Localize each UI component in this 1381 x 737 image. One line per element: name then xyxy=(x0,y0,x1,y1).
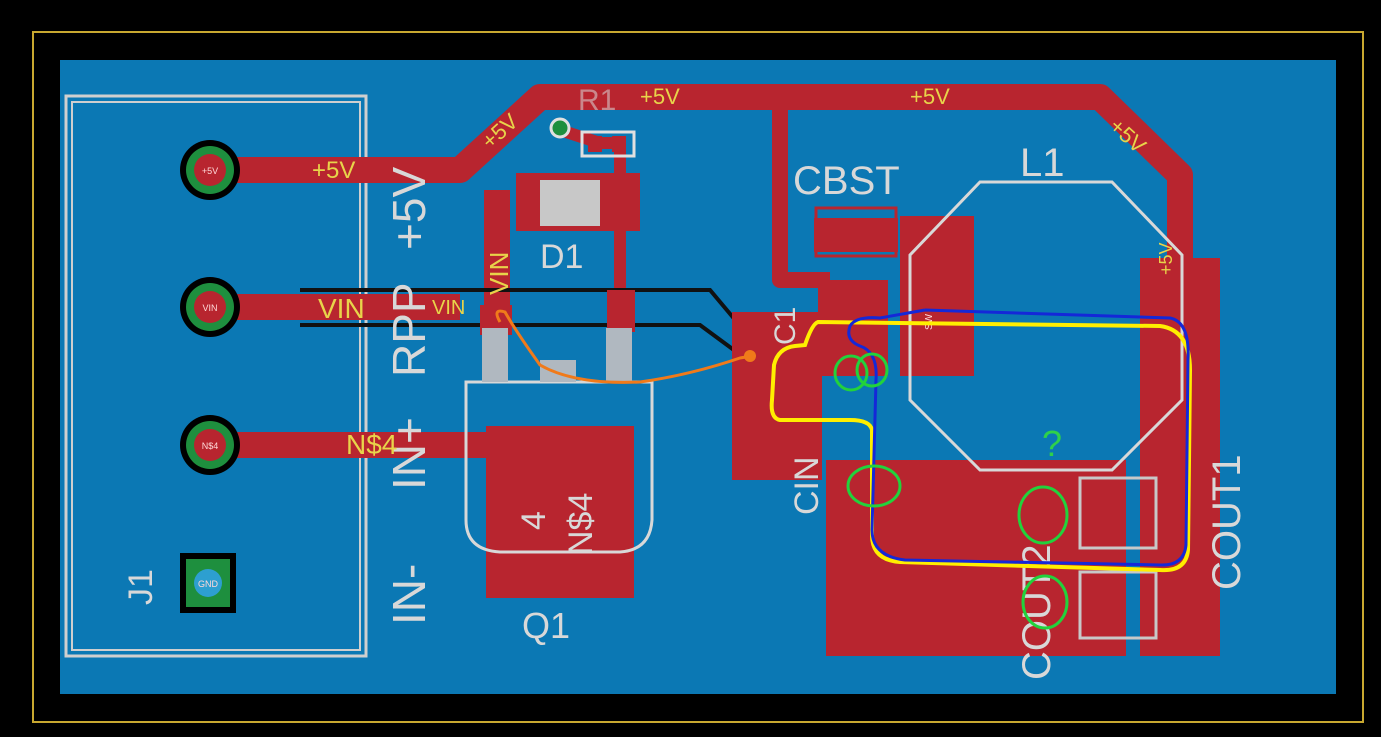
board-outline xyxy=(32,31,1364,723)
q1-tab-pad xyxy=(486,426,634,598)
net-label-5v-top1: +5V xyxy=(640,84,680,109)
j1-pin4-text: GND xyxy=(198,579,219,589)
j1-pin-label-5v: +5V xyxy=(383,167,435,250)
annotation-blue-loop xyxy=(847,308,1190,567)
cout2-outline xyxy=(1078,570,1158,640)
j1-pin-label-rpp: RPP xyxy=(383,282,435,377)
q1-pad-pin: 4 xyxy=(515,511,553,530)
annotation-question-mark: ? xyxy=(1042,423,1062,464)
annotation-green-circle-1 xyxy=(833,354,869,392)
j1-pads xyxy=(180,117,571,613)
annotation-green-circle-3 xyxy=(846,464,902,508)
annotation-green-circle-2 xyxy=(855,352,889,388)
j1-pin2-text: VIN xyxy=(202,303,217,313)
l1-sw-pad xyxy=(900,216,974,376)
r1-outline xyxy=(580,130,636,158)
connector-j1[interactable] xyxy=(64,94,368,658)
q1-pad-net: N$4 xyxy=(562,493,600,555)
q1-leg-right xyxy=(606,328,632,382)
ref-cout1: COUT1 xyxy=(1205,454,1249,590)
net-label-5v-top2: +5V xyxy=(910,84,950,109)
l1-outline xyxy=(908,180,1184,472)
annotation-orange-dot xyxy=(744,350,756,362)
net-label-5v-vert: +5V xyxy=(1156,242,1176,275)
r1-pad-b xyxy=(612,136,626,152)
vin-pad-right xyxy=(607,290,635,332)
cin-pad xyxy=(826,460,1126,656)
net-label-5v-j1: +5V xyxy=(312,157,355,184)
j1-pin3-text: N$4 xyxy=(202,441,219,451)
cbst-outline xyxy=(814,206,898,258)
silkscreen-shapes xyxy=(464,130,1184,640)
annotation-green-circle-4 xyxy=(1017,485,1069,545)
r1-pad-a xyxy=(588,136,602,152)
trace-plus5v-cbst xyxy=(772,100,830,288)
ref-cin: CIN xyxy=(788,456,826,515)
annotation-orange-wire xyxy=(495,309,753,384)
copper-layer xyxy=(210,84,1193,458)
ref-q1: Q1 xyxy=(522,605,570,646)
j1-pin1-text: +5V xyxy=(202,166,218,176)
ref-l1: L1 xyxy=(1020,141,1065,185)
q1-notch xyxy=(540,360,576,382)
ic-pad-a xyxy=(818,280,888,376)
j1-pin-label-inminus: IN- xyxy=(383,564,435,625)
ref-cbst: CBST xyxy=(793,159,900,203)
net-label-vin-small: VIN xyxy=(432,297,465,319)
j1-pin-label-inplus: IN+ xyxy=(383,417,435,490)
ref-r1: R1 xyxy=(578,84,616,117)
cbst-pad xyxy=(814,218,898,252)
ref-j1: J1 xyxy=(122,569,160,605)
j1-silkscreen-body xyxy=(64,94,368,658)
ref-c1: C1 xyxy=(769,307,802,345)
ref-d1: D1 xyxy=(540,238,583,276)
annotation-yellow-loop xyxy=(769,319,1193,573)
j1-silkscreen-inner xyxy=(71,101,361,651)
d1-outline xyxy=(540,180,600,226)
net-label-vin-vert: VIN xyxy=(484,252,514,295)
net-label-vin: VIN xyxy=(318,293,365,324)
copper-pads xyxy=(480,173,1220,656)
cout1-outline xyxy=(1078,476,1158,550)
q1-outline xyxy=(464,380,654,554)
trace-plus5v-j1 xyxy=(210,84,1193,260)
net-label-ns4: N$4 xyxy=(346,429,397,460)
q1-leg-left xyxy=(482,328,508,382)
annotation-green-circle-5 xyxy=(1021,574,1069,630)
